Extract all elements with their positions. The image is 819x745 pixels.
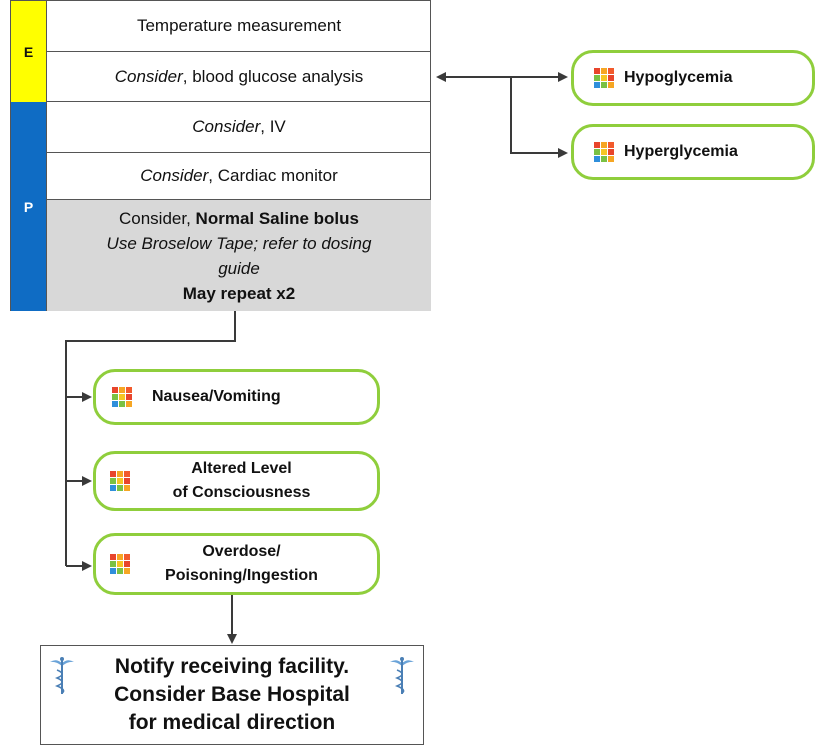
altered-label-2: of Consciousness xyxy=(172,484,311,501)
protocol-grid-icon xyxy=(110,554,130,574)
row-iv-text: , IV xyxy=(260,117,286,136)
repeat-text: May repeat x2 xyxy=(182,283,296,303)
notify-line-1: Notify receiving facility. xyxy=(114,655,350,678)
arrow-hyperglycemia xyxy=(510,77,568,158)
row-cardiac: Consider, Cardiac monitor xyxy=(47,153,431,200)
hyperglycemia-label: Hyperglycemia xyxy=(624,143,738,160)
link-altered-consciousness[interactable]: Altered Level of Consciousness xyxy=(93,451,380,511)
row-cardiac-text: , Cardiac monitor xyxy=(208,166,338,185)
row-glucose-text: , blood glucose analysis xyxy=(182,66,364,86)
overdose-label-2: Poisoning/Ingestion xyxy=(165,567,318,584)
row-temperature-text: Temperature measurement xyxy=(136,16,342,35)
guide-text: guide xyxy=(218,258,260,278)
protocol-grid-icon xyxy=(110,471,130,491)
e-band: E xyxy=(11,1,47,102)
e-label: E xyxy=(23,43,34,60)
p-label: P xyxy=(23,198,34,215)
overdose-label-1: Overdose/ xyxy=(202,543,281,560)
consider-italic: Consider xyxy=(114,66,183,86)
protocol-grid-icon xyxy=(112,387,132,407)
protocol-table: E P Temperature measurement Consider, bl… xyxy=(10,0,431,311)
row-iv: Consider, IV xyxy=(47,102,431,153)
row-glucose: Consider, blood glucose analysis xyxy=(47,52,431,102)
notify-box: Notify receiving facility. Consider Base… xyxy=(40,645,424,745)
notify-line-2: Consider Base Hospital xyxy=(114,683,350,706)
consider-italic: Consider xyxy=(140,166,209,185)
nausea-label: Nausea/Vomiting xyxy=(152,388,281,405)
caduceus-icon xyxy=(390,657,414,694)
link-overdose[interactable]: Overdose/ Poisoning/Ingestion xyxy=(93,533,380,595)
row-saline: Consider, Normal Saline bolus Use Brosel… xyxy=(47,200,431,311)
branch-line xyxy=(65,311,236,566)
saline-prefix: Consider, xyxy=(119,208,196,228)
link-hypoglycemia[interactable]: Hypoglycemia xyxy=(571,50,815,106)
link-hyperglycemia[interactable]: Hyperglycemia xyxy=(571,124,815,180)
caduceus-icon xyxy=(50,657,74,694)
p-band: P xyxy=(11,102,47,311)
hypoglycemia-label: Hypoglycemia xyxy=(624,69,733,86)
altered-label-1: Altered Level xyxy=(191,460,292,477)
saline-bold: Normal Saline bolus xyxy=(195,208,359,228)
protocol-grid-icon xyxy=(594,142,614,162)
notify-line-3: for medical direction xyxy=(128,711,336,734)
consider-italic: Consider xyxy=(192,117,261,136)
link-nausea-vomiting[interactable]: Nausea/Vomiting xyxy=(93,369,380,425)
row-temperature: Temperature measurement xyxy=(47,1,431,52)
protocol-grid-icon xyxy=(594,68,614,88)
broselow-text: Use Broselow Tape; refer to dosing xyxy=(106,233,372,253)
